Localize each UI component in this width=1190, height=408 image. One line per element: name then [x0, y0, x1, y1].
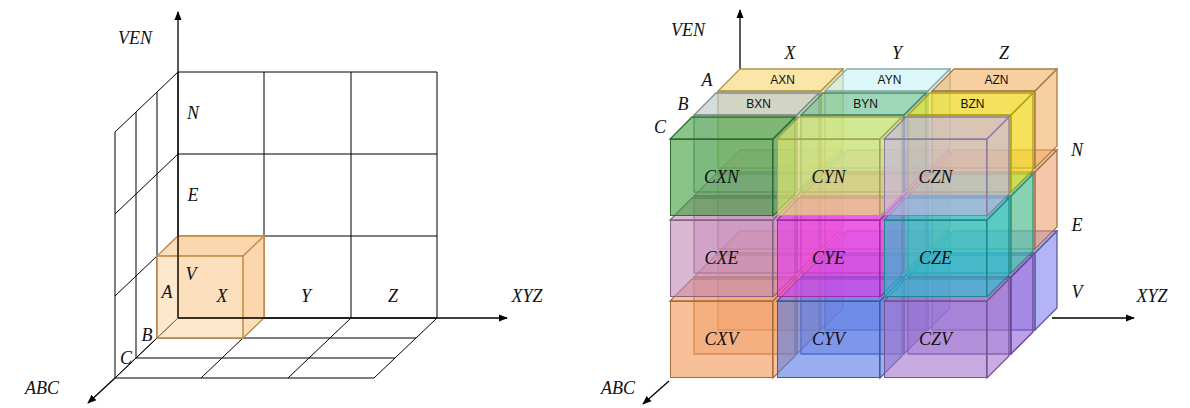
axis-label: XYZ	[1136, 287, 1167, 305]
grid-figure	[88, 12, 507, 403]
cube-top-label: AZN	[985, 73, 1009, 87]
axis-arrow	[178, 317, 507, 318]
cube-front-face	[157, 256, 243, 338]
axis-label: A	[702, 71, 713, 89]
grid-line	[351, 72, 352, 318]
axis-arrow	[643, 381, 669, 404]
grid-line	[437, 72, 438, 318]
cube-code: CXE	[705, 248, 739, 269]
axis-arrow	[88, 378, 115, 403]
axis-label: E	[188, 186, 199, 204]
cube-top-label: AXN	[770, 73, 795, 87]
axis-label: X	[217, 287, 228, 305]
cube-code: BXN	[746, 97, 771, 111]
grid-line	[288, 318, 351, 378]
cube-front-box: CYE	[777, 220, 880, 297]
cube-front-box: CXN	[670, 139, 773, 216]
cube-code: BZN	[961, 97, 985, 111]
cube-code: CZE	[919, 248, 952, 269]
cube-code: CXN	[704, 167, 739, 188]
grid-line	[115, 72, 178, 132]
cube-top-label: BZN	[961, 97, 985, 111]
cube-code: AZN	[985, 73, 1009, 87]
axis-label: N	[1071, 141, 1083, 159]
axis-arrow	[177, 12, 178, 318]
axis-label: C	[654, 118, 666, 136]
axis-label: B	[142, 326, 153, 344]
axis-label: Z	[388, 287, 398, 305]
cube-front-box: CXE	[670, 220, 773, 297]
cube-stack-figure	[643, 10, 1134, 404]
grid-line	[115, 378, 374, 379]
cube-code: AYN	[878, 73, 902, 87]
axis-label: XYZ	[511, 287, 542, 305]
axis-label: A	[162, 283, 173, 301]
cube-top-label: BYN	[853, 97, 878, 111]
cube-side-face	[987, 117, 1009, 216]
cube-front-box: CXV	[670, 301, 773, 378]
axis-arrow	[739, 10, 740, 69]
grid-line	[115, 154, 178, 214]
grid-line	[374, 318, 437, 378]
axis-label: VEN	[671, 21, 705, 39]
grid-line	[178, 72, 437, 73]
cube-code: BYN	[853, 97, 878, 111]
grid-line	[115, 132, 116, 378]
cube-front-box: CYN	[777, 139, 880, 216]
axis-label: ABC	[25, 379, 59, 397]
axis-label: VEN	[118, 29, 152, 47]
axis-label: X	[785, 44, 796, 62]
axis-label: B	[678, 95, 689, 113]
grid-line	[136, 112, 137, 358]
axis-label: N	[187, 104, 199, 122]
cube-side-face	[1011, 93, 1033, 192]
cube-side-face	[243, 236, 264, 338]
axis-arrow	[1052, 317, 1134, 318]
cube-top-label: BXN	[746, 97, 771, 111]
grid-line	[136, 358, 395, 359]
grid-line	[178, 154, 437, 155]
axis-label: E	[1072, 216, 1083, 234]
cube-front-box: CZE	[884, 220, 987, 297]
cube-code: CZV	[919, 329, 952, 350]
cube-side-face	[1035, 69, 1057, 168]
cube-code: CZN	[918, 167, 952, 188]
axis-label: Y	[892, 44, 902, 62]
axis-label: C	[120, 349, 132, 367]
axis-label: ABC	[601, 379, 635, 397]
cube-code: CYE	[812, 248, 845, 269]
axis-label: V	[1072, 283, 1083, 301]
cube-front-box: CYV	[777, 301, 880, 378]
cube-code: AXN	[770, 73, 795, 87]
axis-label: Y	[301, 287, 311, 305]
cube-code: CYV	[812, 329, 845, 350]
cube-front-box: CZN	[884, 139, 987, 216]
axis-label: V	[186, 265, 197, 283]
axis-label: Z	[999, 44, 1009, 62]
cube-front-box: CZV	[884, 301, 987, 378]
cube-code: CYN	[811, 167, 845, 188]
cube-top-label: AYN	[878, 73, 902, 87]
cube-code: CXV	[705, 329, 739, 350]
